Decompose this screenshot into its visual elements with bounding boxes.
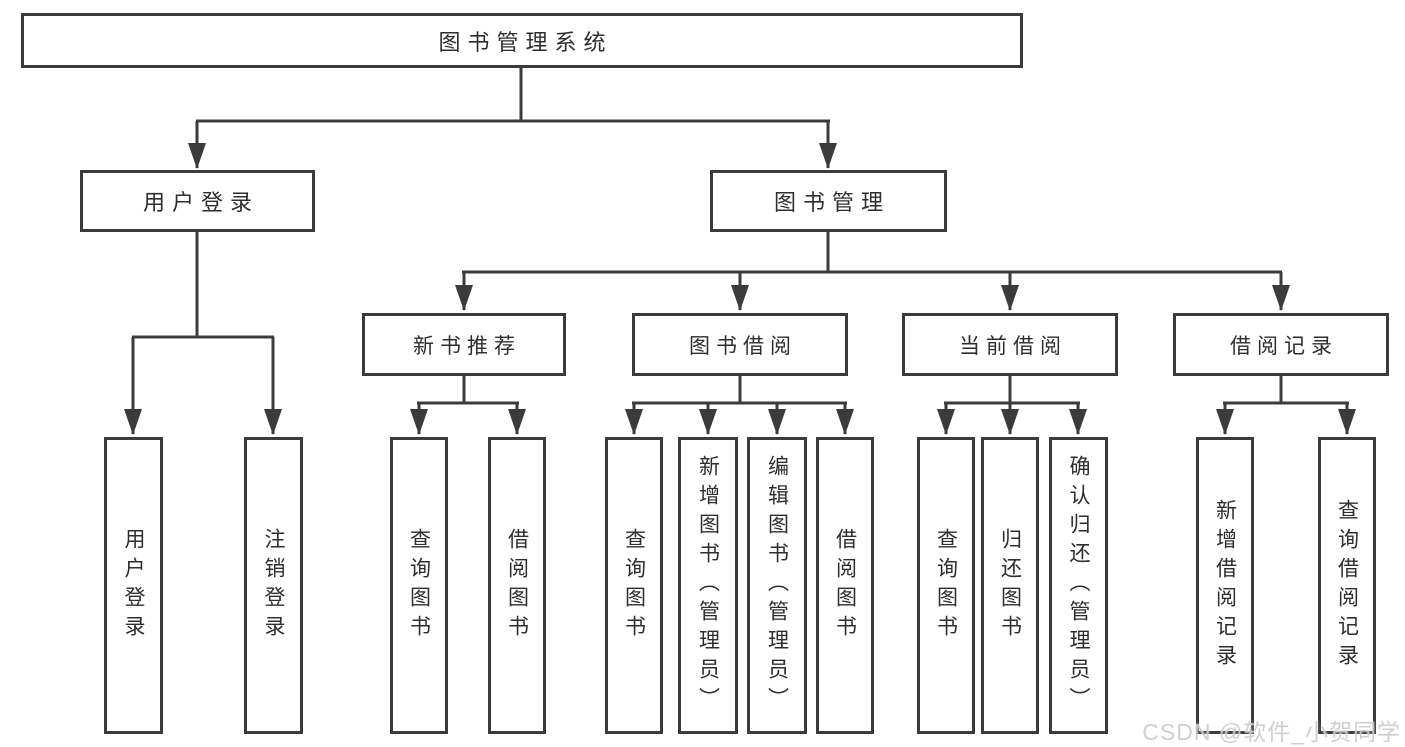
leaf-user-login-label: 用户登录 [122,527,146,644]
leaf-bb-query-books-label: 查询图书 [622,527,646,644]
leaf-bb-borrow-books-label: 借阅图书 [833,527,857,644]
leaf-br-query-record-label: 查询借阅记录 [1335,498,1359,673]
leaf-bb-add-books-admin: 新增图书（管理员） [678,437,738,734]
leaf-bb-edit-books-admin: 编辑图书（管理员） [747,437,807,734]
node-book-borrow-label: 图书借阅 [689,334,797,358]
leaf-nbr-query-books: 查询图书 [390,437,448,734]
leaf-cb-return-books-label: 归还图书 [998,527,1022,644]
leaf-br-add-record-label: 新增借阅记录 [1213,498,1237,673]
leaf-bb-edit-books-admin-label: 编辑图书（管理员） [765,455,789,716]
leaf-logout: 注销登录 [244,437,303,734]
node-book-borrow: 图书借阅 [632,313,848,376]
node-user-login-label: 用户登录 [142,190,259,215]
leaf-bb-query-books: 查询图书 [605,437,663,734]
node-new-book-recommend-label: 新书推荐 [413,334,521,358]
node-current-borrow-label: 当前借阅 [959,334,1067,358]
node-current-borrow: 当前借阅 [902,313,1118,376]
node-borrow-records: 借阅记录 [1173,313,1389,376]
leaf-user-login: 用户登录 [104,437,163,734]
leaf-logout-label: 注销登录 [262,527,286,644]
leaf-cb-return-books: 归还图书 [981,437,1039,734]
leaf-cb-confirm-return-admin: 确认归还（管理员） [1049,437,1108,734]
leaf-cb-confirm-return-admin-label: 确认归还（管理员） [1067,455,1091,716]
node-borrow-records-label: 借阅记录 [1230,334,1338,358]
leaf-cb-query-books: 查询图书 [917,437,975,734]
csdn-watermark: CSDN @软件_小贺同学 [1142,719,1401,745]
leaf-br-add-record: 新增借阅记录 [1196,437,1254,734]
leaf-nbr-borrow-books-label: 借阅图书 [505,527,529,644]
node-new-book-recommend: 新书推荐 [362,313,566,376]
node-library-system: 图书管理系统 [21,13,1023,68]
leaf-cb-query-books-label: 查询图书 [934,527,958,644]
leaf-bb-borrow-books: 借阅图书 [816,437,874,734]
leaf-br-query-record: 查询借阅记录 [1318,437,1376,734]
leaf-nbr-query-books-label: 查询图书 [407,527,431,644]
node-user-login: 用户登录 [80,170,315,232]
leaf-bb-add-books-admin-label: 新增图书（管理员） [696,455,720,716]
node-library-system-label: 图书管理系统 [438,29,613,55]
leaf-nbr-borrow-books: 借阅图书 [488,437,546,734]
node-book-management: 图书管理 [710,170,947,232]
node-book-management-label: 图书管理 [773,190,890,215]
